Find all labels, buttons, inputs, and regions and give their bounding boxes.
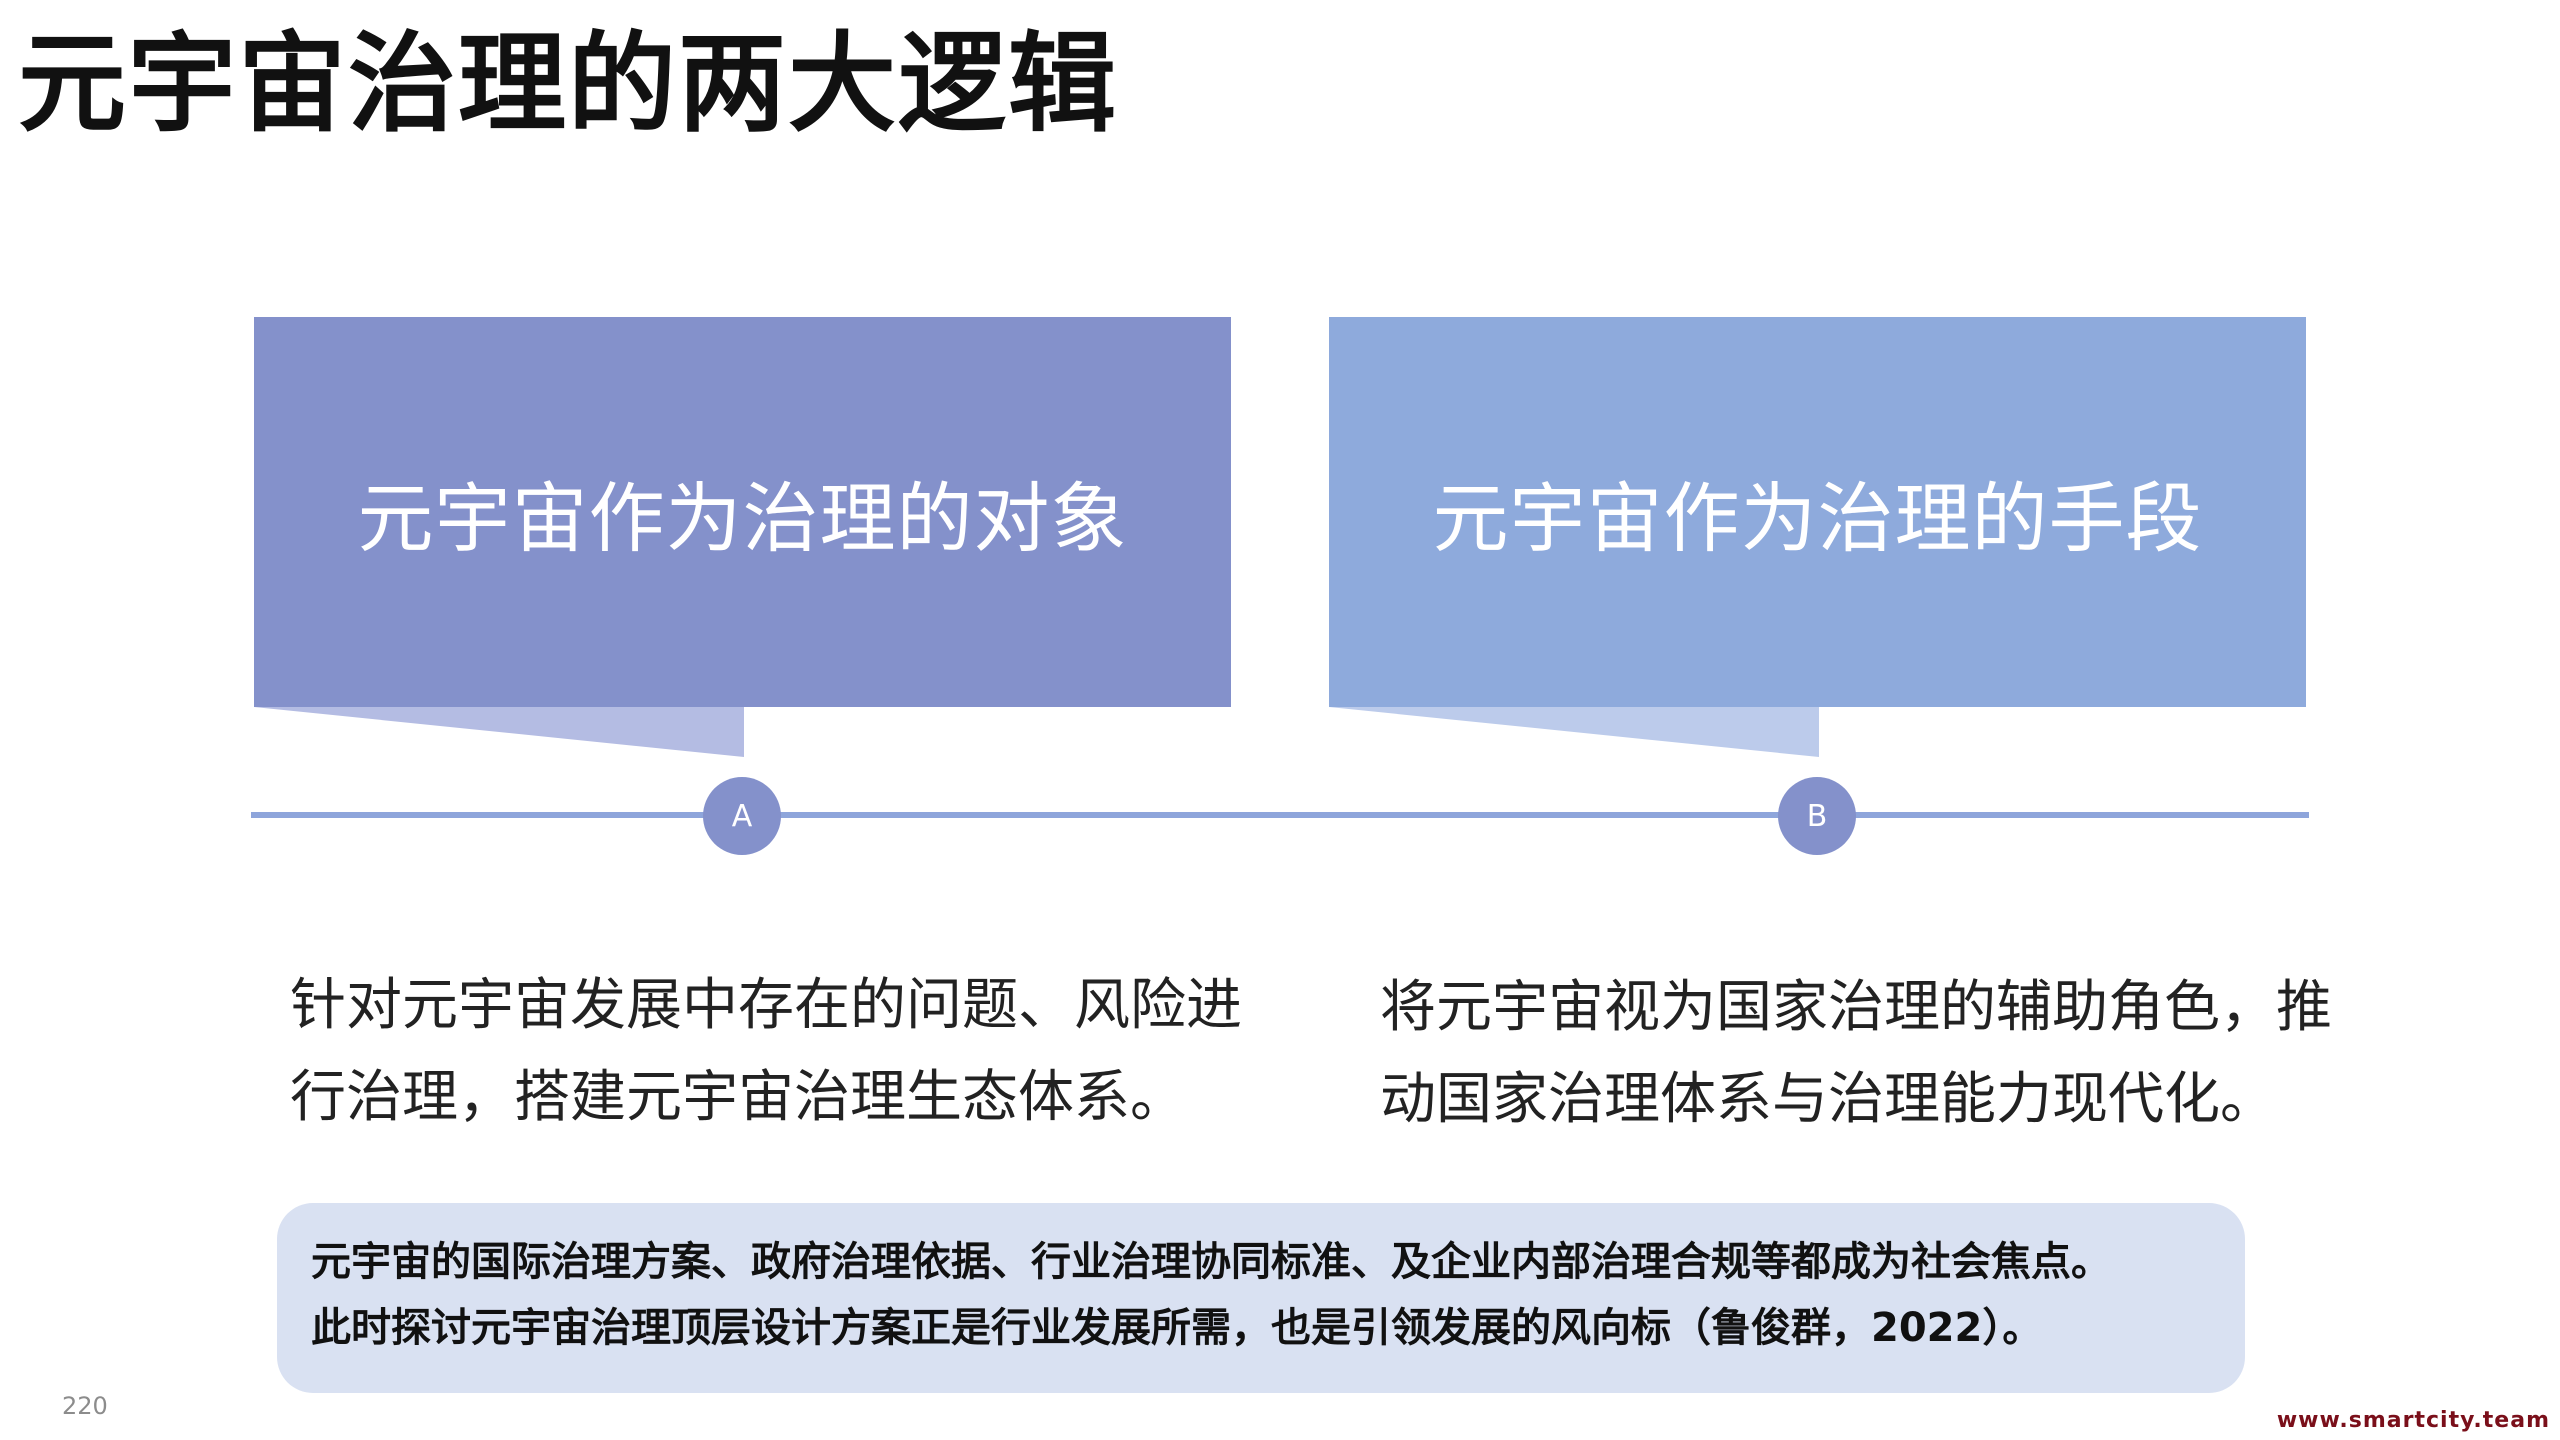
card-governance-object: 元宇宙作为治理的对象 xyxy=(254,317,1231,707)
slide-title: 元宇宙治理的两大逻辑 xyxy=(18,22,1119,147)
description-line: 将元宇宙视为国家治理的辅助角色，推 xyxy=(1380,975,2332,1040)
note-line: 元宇宙的国际治理方案、政府治理依据、行业治理协同标准、及企业内部治理合规等都成为… xyxy=(311,1239,2111,1285)
description-line: 针对元宇宙发展中存在的问题、风险进 xyxy=(290,973,1242,1038)
page-number: 220 xyxy=(62,1392,108,1420)
description-line: 动国家治理体系与治理能力现代化。 xyxy=(1380,1067,2276,1132)
card-heading: 元宇宙作为治理的对象 xyxy=(357,474,1128,563)
description-line: 行治理，搭建元宇宙治理生态体系。 xyxy=(290,1065,1186,1130)
timeline-node-b: B xyxy=(1778,777,1856,855)
card-pointer-shape xyxy=(254,707,744,757)
timeline-line xyxy=(251,812,2309,818)
card-heading: 元宇宙作为治理的手段 xyxy=(1432,474,2203,563)
description-a: 针对元宇宙发展中存在的问题、风险进 行治理，搭建元宇宙治理生态体系。 xyxy=(290,960,1250,1144)
description-b: 将元宇宙视为国家治理的辅助角色，推 动国家治理体系与治理能力现代化。 xyxy=(1380,962,2340,1146)
card-governance-means: 元宇宙作为治理的手段 xyxy=(1329,317,2306,707)
card-pointer-shape xyxy=(1329,707,1819,757)
watermark-text: www.smartcity.team xyxy=(2276,1408,2550,1433)
timeline-node-a: A xyxy=(703,777,781,855)
note-line: 此时探讨元宇宙治理顶层设计方案正是行业发展所需，也是引领发展的风向标（鲁俊群，2… xyxy=(311,1305,2043,1351)
summary-note-box: 元宇宙的国际治理方案、政府治理依据、行业治理协同标准、及企业内部治理合规等都成为… xyxy=(277,1203,2245,1393)
